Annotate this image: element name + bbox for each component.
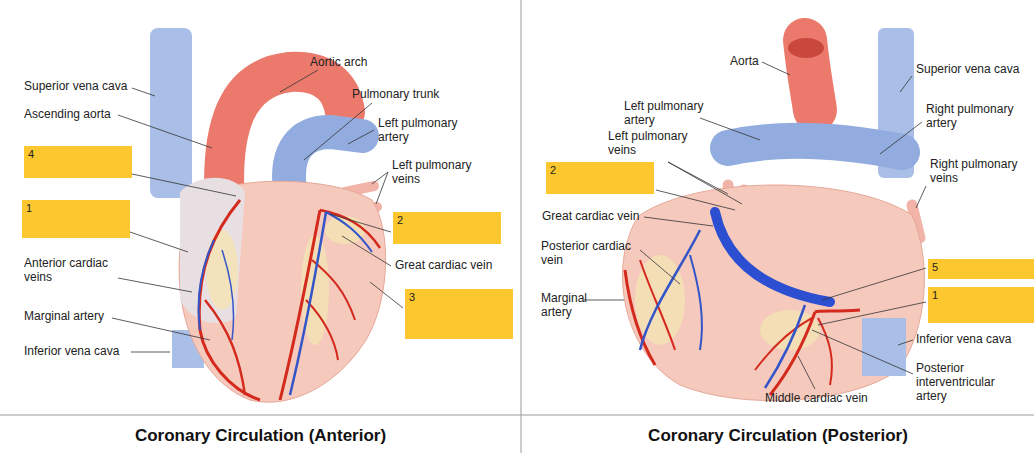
part-label: Marginal artery [24,310,104,324]
part-label: Pulmonary trunk [352,88,439,102]
part-label: Left pulmonary veins [608,130,700,158]
callout-box: 1 [22,200,130,238]
callout-box: 4 [24,146,132,178]
part-label: Posterior cardiac vein [541,240,633,268]
panel-caption: Coronary Circulation (Posterior) [522,426,1034,446]
part-label: Left pulmonary veins [392,159,488,187]
part-label: Inferior vena cava [24,345,119,359]
posterior-heart [622,28,924,401]
callout-number: 5 [932,261,1030,273]
callout-number: 2 [550,164,650,176]
part-label: Aorta [730,55,759,69]
callout-box: 5 [928,259,1034,279]
part-label: Posterior interventricular artery [916,362,1016,403]
callout-box: 2 [546,162,654,194]
part-label: Superior vena cava [24,80,127,94]
callout-number: 3 [409,291,509,303]
callout-box: 2 [393,212,501,244]
part-label: Anterior cardiac veins [24,257,122,285]
part-label: Inferior vena cava [916,333,1011,347]
panel-divider [521,0,522,453]
part-label: Great cardiac vein [542,210,639,224]
callout-number: 1 [26,202,126,214]
part-label: Great cardiac vein [395,259,492,273]
part-label: Aortic arch [310,56,367,70]
caption-rule [0,415,1034,416]
part-label: Marginal artery [541,292,601,320]
callout-number: 1 [932,289,1030,301]
callout-box: 1 [928,287,1034,323]
leader-lines [112,62,926,389]
callout-box: 3 [405,289,513,339]
part-label: Superior vena cava [916,63,1019,77]
anterior-heart [150,28,386,402]
callout-number: 2 [397,214,497,226]
part-label: Left pulmonary artery [624,100,724,128]
part-label: Middle cardiac vein [765,392,868,406]
part-label: Ascending aorta [24,108,111,122]
part-label: Left pulmonary artery [378,117,474,145]
panel-caption: Coronary Circulation (Anterior) [0,426,521,446]
part-label: Right pulmonary veins [930,158,1030,186]
callout-number: 4 [28,148,128,160]
part-label: Right pulmonary artery [926,103,1026,131]
